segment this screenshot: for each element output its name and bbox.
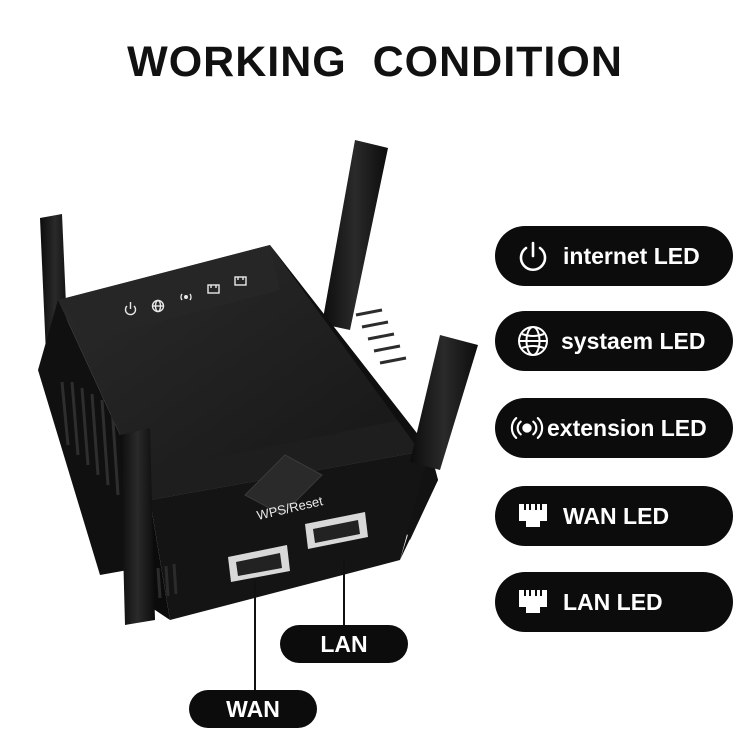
globe-icon: [151, 299, 165, 313]
body-front: [150, 450, 430, 620]
antenna-front-right: [410, 335, 478, 470]
legend-label: WAN LED: [563, 502, 670, 529]
wireless-icon: [180, 293, 192, 301]
lan-leader-line: [343, 558, 345, 628]
legend-extension-led: extension LED: [495, 398, 733, 458]
legend-system-led: systaem LED: [495, 311, 733, 371]
legend-label: internet LED: [563, 242, 700, 269]
wireless-icon: [509, 410, 545, 446]
wan-leader-line: [254, 580, 256, 692]
router-device: WPS/Reset: [38, 140, 478, 625]
legend-label: systaem LED: [561, 327, 706, 354]
ethernet-port-icon: [234, 276, 247, 286]
power-icon: [124, 302, 137, 316]
ethernet-port-icon: [207, 284, 220, 294]
power-icon: [515, 238, 551, 274]
indicator-icons: [124, 276, 247, 316]
ethernet-port-icon: [515, 498, 551, 534]
antenna-back-right: [322, 140, 388, 330]
wps-button: [244, 454, 323, 516]
wan-label: WAN: [189, 690, 317, 728]
legend-label: extension LED: [547, 414, 707, 441]
antenna-front-left: [120, 428, 155, 625]
page-title: WORKING CONDITION: [127, 38, 623, 86]
lan-label: LAN: [280, 625, 408, 663]
legend-internet-led: internet LED: [495, 226, 733, 286]
legend-wan-led: WAN LED: [495, 486, 733, 546]
ethernet-port-icon: [515, 584, 551, 620]
lan-port: [305, 512, 368, 549]
legend-lan-led: LAN LED: [495, 572, 733, 632]
wan-port: [228, 545, 290, 582]
legend-label: LAN LED: [563, 588, 663, 615]
globe-icon: [515, 323, 551, 359]
